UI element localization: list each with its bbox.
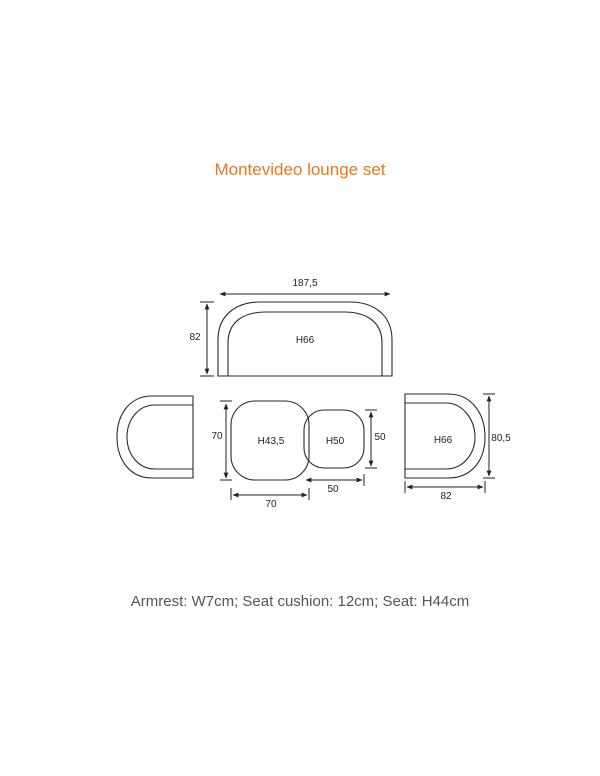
specs-caption: Armrest: W7cm; Seat cushion: 12cm; Seat:… bbox=[130, 593, 470, 610]
right-armchair-outline bbox=[404, 393, 486, 479]
large-table-width-label: 70 bbox=[265, 499, 277, 510]
small-table-outline bbox=[303, 409, 365, 469]
small-table-width-label: 50 bbox=[327, 484, 339, 495]
large-table-outline bbox=[230, 400, 310, 481]
chair-width-label: 82 bbox=[440, 491, 452, 502]
small-table-depth-label: 50 bbox=[374, 432, 386, 443]
left-armchair-outline bbox=[116, 395, 194, 479]
large-table-depth-label: 70 bbox=[211, 431, 223, 442]
sofa-depth-label: 82 bbox=[189, 332, 201, 343]
sofa-width-label: 187,5 bbox=[292, 278, 317, 289]
chair-depth-label: 80,5 bbox=[491, 433, 511, 444]
large-table-height-label: H43,5 bbox=[258, 436, 285, 447]
sofa-outline bbox=[217, 301, 393, 377]
sofa-height-label: H66 bbox=[296, 335, 315, 346]
diagram-title: Montevideo lounge set bbox=[214, 160, 386, 179]
chair-height-label: H66 bbox=[434, 435, 453, 446]
small-table-height-label: H50 bbox=[326, 436, 345, 447]
